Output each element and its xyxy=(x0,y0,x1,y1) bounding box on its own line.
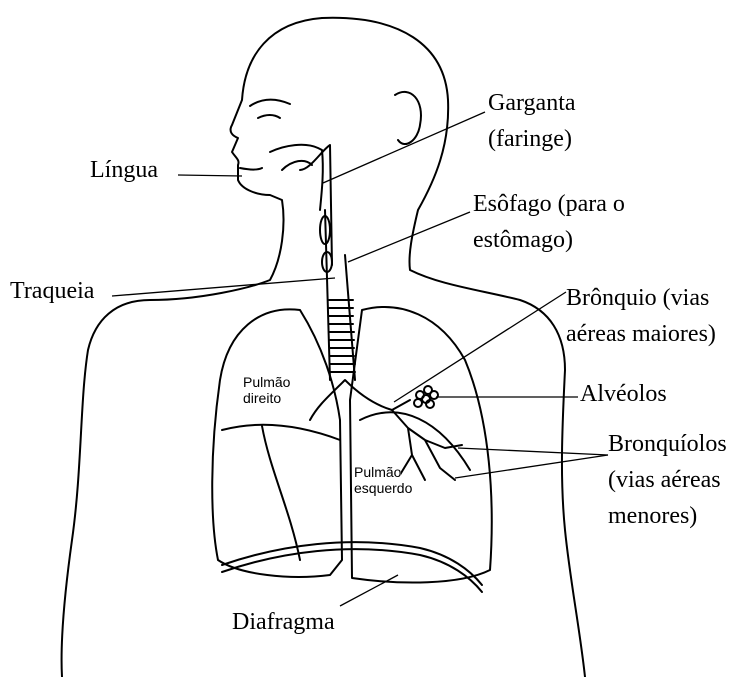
bronchioles-label-line2: (vias aéreas xyxy=(608,465,721,495)
esophagus-label-line1: Esôfago (para o xyxy=(473,189,625,219)
diaphragm-label: Diafragma xyxy=(232,607,335,637)
mouth-line xyxy=(240,168,262,170)
right-lung-fissure xyxy=(222,425,340,440)
throat-label-line2: (faringe) xyxy=(488,124,572,154)
body-outline xyxy=(62,18,322,677)
throat-label-line1: Garganta xyxy=(488,88,576,118)
bronchioles-label-line3: menores) xyxy=(608,501,697,531)
pharynx-inner xyxy=(282,161,312,170)
left-lung xyxy=(350,307,492,582)
eye xyxy=(258,115,280,118)
esophagus-label-line2: estômago) xyxy=(473,225,573,255)
right-lung-label-line2: direito xyxy=(243,390,281,406)
bronchioles-leader-a xyxy=(458,448,608,455)
trachea-label: Traqueia xyxy=(10,276,94,306)
right-lung-label-line1: Pulmão xyxy=(243,374,290,390)
eyebrow xyxy=(250,100,290,106)
alveoli-label: Alvéolos xyxy=(580,379,667,409)
ear xyxy=(395,92,421,144)
left-lung-label-line2: esquerdo xyxy=(354,480,412,496)
bronchioles-label-line1: Bronquíolos xyxy=(608,429,727,459)
bronchus-label-line2: aéreas maiores) xyxy=(566,319,716,349)
bronchial-tree xyxy=(392,400,462,480)
bronchus-label-line1: Brônquio (vias xyxy=(566,283,709,313)
trachea-right xyxy=(345,255,355,380)
tongue-label: Língua xyxy=(90,155,158,185)
bronchus-leader xyxy=(394,292,566,402)
nasal-cavity xyxy=(270,145,323,210)
throat-back xyxy=(300,145,332,265)
left-lung-label-line1: Pulmão xyxy=(354,464,401,480)
right-lung-fissure2 xyxy=(262,426,300,560)
throat-leader xyxy=(323,112,485,183)
bronchioles-leader-b xyxy=(455,455,608,478)
tongue-leader xyxy=(178,175,242,176)
right-lung xyxy=(212,309,342,577)
